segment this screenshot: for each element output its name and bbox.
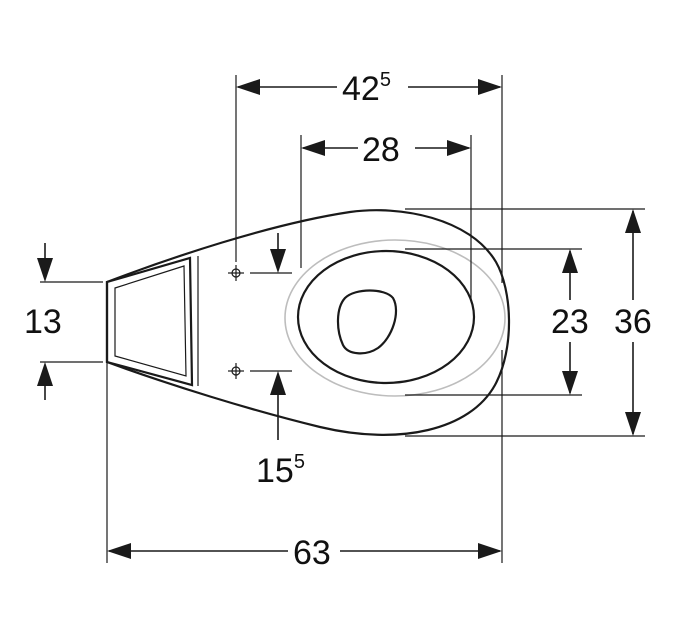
arrow-right <box>478 79 502 95</box>
arrow-down <box>562 371 578 395</box>
extension-lines <box>40 75 645 563</box>
dim-overall-length: 63 <box>107 534 502 572</box>
fixing-hole-top <box>228 265 244 281</box>
dim-label-rim-width: 28 <box>362 131 400 169</box>
dim-label-top-width: 425 <box>342 69 391 108</box>
dim-bowl-inner-width: 23 <box>551 249 589 395</box>
dim-label-overall-width: 36 <box>614 303 652 341</box>
arrow-down <box>270 249 286 273</box>
arrow-up <box>37 362 53 386</box>
bowl-inner <box>296 249 476 385</box>
inlet-spigot <box>105 256 199 387</box>
dim-label-overall-length: 63 <box>293 534 331 572</box>
dim-label-bowl-inner-width: 23 <box>551 303 589 341</box>
arrow-left <box>107 543 131 559</box>
pan-outer-outline <box>105 209 511 436</box>
arrow-left <box>236 79 260 95</box>
dim-rim-width: 28 <box>301 131 471 169</box>
dim-fixing-spacing: 155 <box>256 233 305 490</box>
arrow-right <box>447 140 471 156</box>
arrow-right <box>478 543 502 559</box>
outlet-opening <box>336 289 398 355</box>
arrow-up <box>270 371 286 395</box>
inlet-outer <box>105 256 194 387</box>
fixing-hole-bottom <box>228 363 244 379</box>
arrow-up <box>625 209 641 233</box>
arrow-up <box>562 249 578 273</box>
dim-overall-width: 36 <box>614 209 652 436</box>
dim-label-inlet-height: 13 <box>24 303 62 341</box>
inlet-inner <box>114 265 187 377</box>
pan-body <box>105 209 511 436</box>
arrow-down <box>625 412 641 436</box>
dim-inlet-height: 13 <box>24 243 62 400</box>
dim-label-fixing-spacing: 155 <box>256 451 305 490</box>
arrow-left <box>301 140 325 156</box>
arrow-down <box>37 258 53 282</box>
rim-ring <box>284 239 506 397</box>
dim-top-width: 425 <box>236 69 502 108</box>
